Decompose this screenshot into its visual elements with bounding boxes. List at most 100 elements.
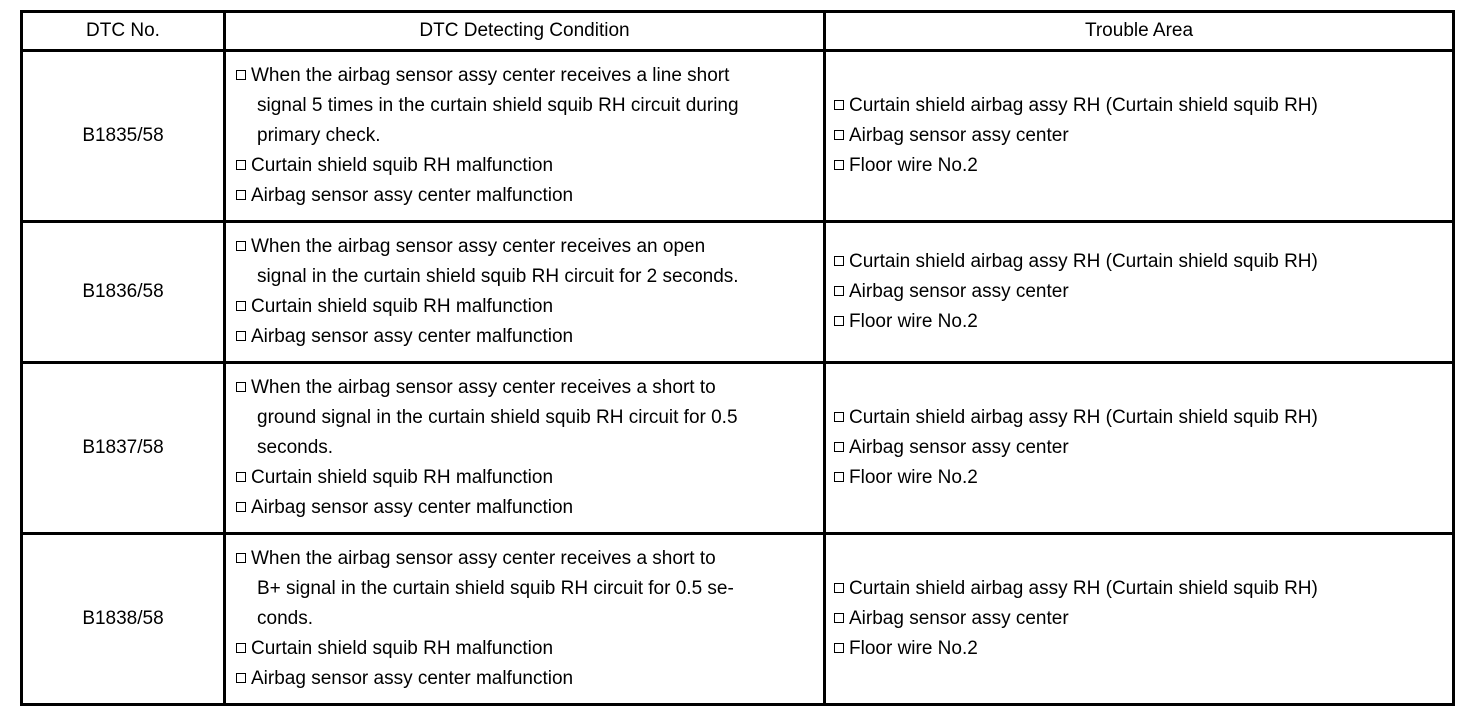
condition-list: When the airbag sensor assy center recei… [236,232,817,352]
condition-item: When the airbag sensor assy center recei… [236,544,817,634]
condition-item-line: When the airbag sensor assy center recei… [251,377,716,398]
square-bullet-icon [834,412,844,422]
condition-content: When the airbag sensor assy center recei… [226,535,823,703]
dtc-detecting-condition-cell: When the airbag sensor assy center recei… [223,49,826,223]
column-header-trouble-area: Trouble Area [823,10,1455,52]
condition-content: When the airbag sensor assy center recei… [226,223,823,361]
trouble-item: Floor wire No.2 [834,151,1446,181]
trouble-item: Airbag sensor assy center [834,433,1446,463]
trouble-content: Curtain shield airbag assy RH (Curtain s… [826,565,1452,673]
condition-content: When the airbag sensor assy center recei… [226,364,823,532]
trouble-area-cell: Curtain shield airbag assy RH (Curtain s… [823,532,1455,706]
condition-item-line: Airbag sensor assy center malfunction [251,326,574,347]
square-bullet-icon [834,100,844,110]
condition-item-line: When the airbag sensor assy center recei… [251,548,716,569]
dtc-detecting-condition-cell: When the airbag sensor assy center recei… [223,220,826,364]
square-bullet-icon [236,241,246,251]
trouble-item-line: Airbag sensor assy center [849,281,1069,302]
square-bullet-icon [834,130,844,140]
condition-item-contline: seconds. [257,437,334,458]
dtc-number-cell: B1838/58 [20,532,226,706]
trouble-content: Curtain shield airbag assy RH (Curtain s… [826,82,1452,190]
trouble-item-line: Floor wire No.2 [849,467,978,488]
condition-item-line: When the airbag sensor assy center recei… [251,65,730,86]
trouble-list: Curtain shield airbag assy RH (Curtain s… [834,247,1446,337]
trouble-item-line: Curtain shield airbag assy RH (Curtain s… [849,95,1318,116]
trouble-item-line: Floor wire No.2 [849,638,978,659]
square-bullet-icon [236,502,246,512]
condition-item-contline: primary check. [257,125,381,146]
trouble-item-line: Airbag sensor assy center [849,437,1069,458]
condition-list: When the airbag sensor assy center recei… [236,373,817,523]
square-bullet-icon [236,331,246,341]
condition-item: Curtain shield squib RH malfunction [236,292,817,322]
square-bullet-icon [834,316,844,326]
dtc-number-text: B1837/58 [82,437,164,458]
condition-item: Curtain shield squib RH malfunction [236,634,817,664]
dtc-number-cell: B1836/58 [20,220,226,364]
condition-item: Airbag sensor assy center malfunction [236,664,817,694]
condition-item: Airbag sensor assy center malfunction [236,181,817,211]
condition-item-contline: conds. [257,608,313,629]
table-row: B1835/58 When the airbag sensor assy cent… [20,49,1455,223]
trouble-item: Airbag sensor assy center [834,604,1446,634]
trouble-area-cell: Curtain shield airbag assy RH (Curtain s… [823,220,1455,364]
condition-content: When the airbag sensor assy center recei… [226,52,823,220]
square-bullet-icon [834,160,844,170]
condition-item-line: Curtain shield squib RH malfunction [251,638,554,659]
trouble-item: Curtain shield airbag assy RH (Curtain s… [834,247,1446,277]
trouble-item: Airbag sensor assy center [834,121,1446,151]
condition-item-contline: B+ signal in the curtain shield squib RH… [257,578,734,599]
trouble-item-line: Curtain shield airbag assy RH (Curtain s… [849,578,1318,599]
table-row: B1837/58 When the airbag sensor assy cent… [20,361,1455,535]
condition-item: When the airbag sensor assy center recei… [236,232,817,292]
square-bullet-icon [236,472,246,482]
square-bullet-icon [236,643,246,653]
trouble-item: Floor wire No.2 [834,307,1446,337]
condition-list: When the airbag sensor assy center recei… [236,544,817,694]
condition-item: Airbag sensor assy center malfunction [236,493,817,523]
trouble-item: Curtain shield airbag assy RH (Curtain s… [834,574,1446,604]
trouble-item-line: Airbag sensor assy center [849,608,1069,629]
dtc-detecting-condition-cell: When the airbag sensor assy center recei… [223,532,826,706]
condition-item-line: Curtain shield squib RH malfunction [251,296,554,317]
dtc-diagnostic-table: DTC No. DTC Detecting Condition Trouble … [20,10,1455,706]
condition-item-line: Curtain shield squib RH malfunction [251,467,554,488]
square-bullet-icon [236,673,246,683]
square-bullet-icon [236,160,246,170]
condition-item-line: Curtain shield squib RH malfunction [251,155,554,176]
column-header-dtc-no: DTC No. [20,10,226,52]
trouble-item-line: Floor wire No.2 [849,311,978,332]
dtc-detecting-condition-cell: When the airbag sensor assy center recei… [223,361,826,535]
dtc-number-text: B1838/58 [82,608,164,629]
trouble-item: Curtain shield airbag assy RH (Curtain s… [834,91,1446,121]
condition-item: Curtain shield squib RH malfunction [236,463,817,493]
trouble-content: Curtain shield airbag assy RH (Curtain s… [826,238,1452,346]
trouble-content: Curtain shield airbag assy RH (Curtain s… [826,394,1452,502]
table-row: B1838/58 When the airbag sensor assy cent… [20,532,1455,706]
square-bullet-icon [834,583,844,593]
condition-item-line: Airbag sensor assy center malfunction [251,668,574,689]
trouble-item-line: Airbag sensor assy center [849,125,1069,146]
condition-item: When the airbag sensor assy center recei… [236,373,817,463]
trouble-item-line: Floor wire No.2 [849,155,978,176]
dtc-number-text: B1835/58 [82,125,164,146]
trouble-item: Airbag sensor assy center [834,277,1446,307]
dtc-number-cell: B1835/58 [20,49,226,223]
condition-item-contline: signal in the curtain shield squib RH ci… [257,266,739,287]
trouble-area-cell: Curtain shield airbag assy RH (Curtain s… [823,361,1455,535]
column-header-dtc-detecting-condition: DTC Detecting Condition [223,10,826,52]
trouble-item-line: Curtain shield airbag assy RH (Curtain s… [849,251,1318,272]
square-bullet-icon [834,613,844,623]
square-bullet-icon [834,472,844,482]
trouble-area-cell: Curtain shield airbag assy RH (Curtain s… [823,49,1455,223]
square-bullet-icon [236,553,246,563]
condition-list: When the airbag sensor assy center recei… [236,61,817,211]
square-bullet-icon [834,643,844,653]
condition-item: Curtain shield squib RH malfunction [236,151,817,181]
condition-item-line: Airbag sensor assy center malfunction [251,185,574,206]
table-header: DTC No. DTC Detecting Condition Trouble … [20,10,1455,52]
condition-item-contline: ground signal in the curtain shield squi… [257,407,738,428]
